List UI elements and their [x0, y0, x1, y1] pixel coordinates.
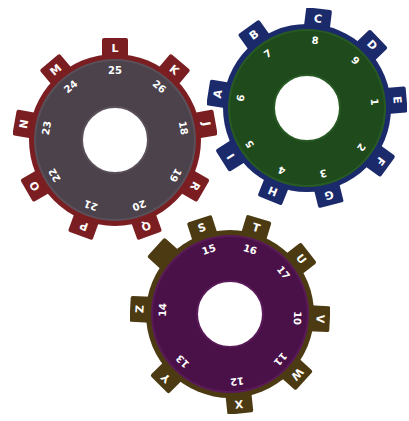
tooth-letter: V	[314, 314, 325, 323]
gear-rim	[146, 230, 314, 398]
tooth-letter: N	[18, 119, 30, 130]
tooth-letter: E	[391, 96, 403, 104]
gear-wheel: C8D9E1F2G3H4I5A6B7	[207, 8, 407, 208]
gear-body	[35, 60, 195, 220]
gear-wheel: S15T16U17V10W11X12Y13Z14	[130, 214, 330, 414]
ring-number: 1	[368, 98, 379, 106]
tooth-letter: A	[212, 89, 224, 99]
tooth-letter: X	[235, 398, 245, 410]
ring-number: 14	[158, 303, 169, 317]
ring-number: 6	[235, 93, 246, 101]
ring-number: 25	[108, 66, 122, 76]
gear-hole	[274, 75, 340, 141]
gear-hole	[197, 281, 263, 347]
ring-number: 12	[230, 375, 245, 386]
ring-number: 8	[311, 36, 319, 47]
gear-rim	[223, 24, 391, 192]
gear-outline	[207, 8, 407, 208]
gear-body	[229, 30, 385, 186]
ring-number: 10	[292, 310, 303, 324]
gear-hole	[82, 107, 148, 173]
gear-wheel: L25K26J18R19Q20P21O22N23M24	[13, 38, 217, 242]
tooth-letter: G	[323, 189, 334, 202]
tooth-letter: C	[313, 13, 322, 25]
tooth-letter: L	[111, 43, 118, 54]
gear-body	[152, 236, 308, 392]
tooth-letter: Z	[134, 305, 145, 314]
gear-rim	[29, 54, 201, 226]
ring-number: 18	[177, 120, 189, 135]
